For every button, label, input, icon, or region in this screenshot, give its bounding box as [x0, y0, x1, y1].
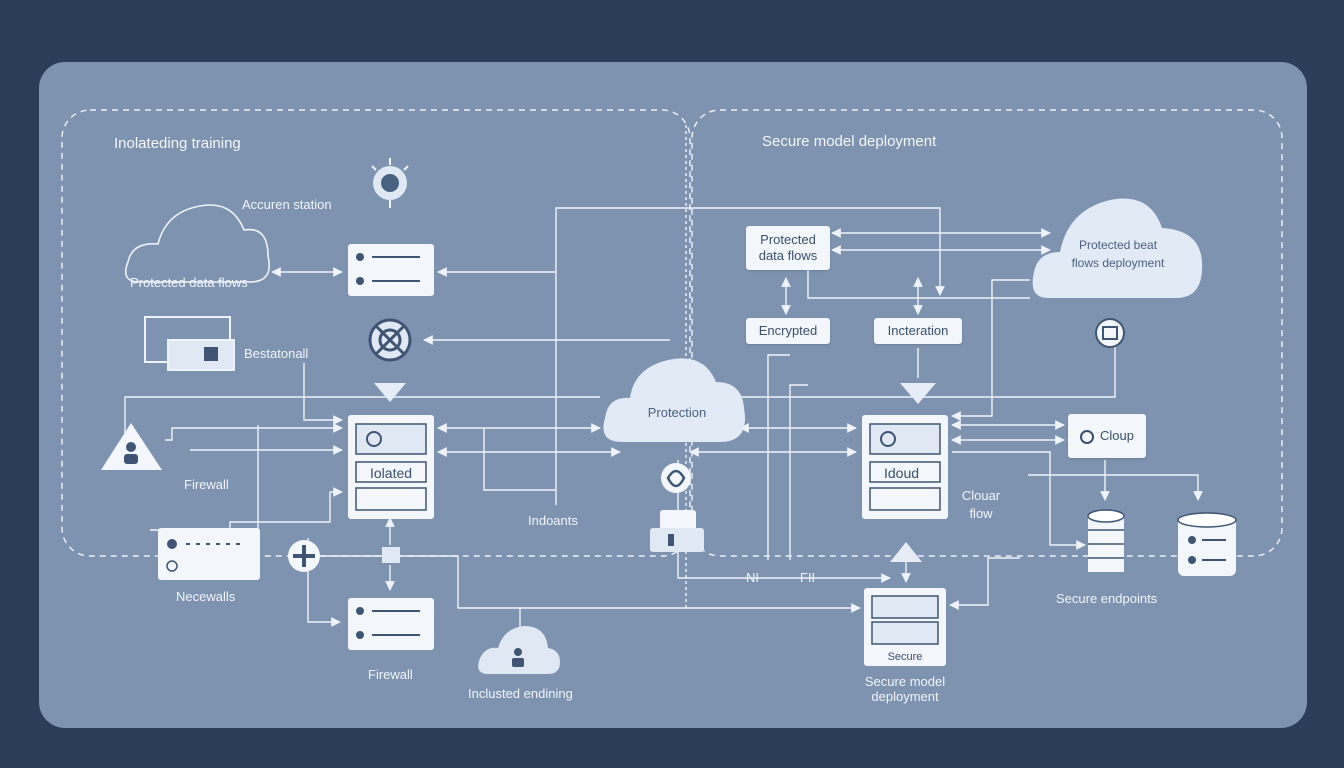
secure-model-label: Secure model deployment	[864, 674, 946, 704]
connector	[740, 335, 1116, 398]
cloup-box: Cloup	[1068, 414, 1146, 458]
down-arrow	[374, 383, 406, 402]
server-unit	[348, 598, 434, 650]
cloud-icon	[1080, 429, 1095, 444]
connector	[951, 279, 1030, 421]
cloud-flow-label: Clouar flow	[961, 488, 1001, 521]
secure-endpoints-label: Secure endpoints	[1056, 591, 1158, 606]
training-server-text: Iolated	[370, 465, 413, 481]
database-icon	[1087, 509, 1125, 572]
connector	[150, 487, 343, 531]
cloud-outline	[124, 204, 270, 283]
gear-icon	[368, 318, 412, 362]
indoants-label: Indoants	[528, 513, 578, 528]
accuren-label: Accuren station	[242, 197, 332, 212]
plus-icon	[288, 540, 320, 572]
warning-user-icon	[101, 423, 162, 470]
shield-icon	[1095, 318, 1125, 348]
database-icon	[1177, 512, 1237, 576]
connector-node	[382, 547, 400, 563]
cloud-user-icon	[478, 626, 560, 674]
firewall-bottom-label: Firewall	[368, 667, 413, 682]
cloup-label: Cloup	[1100, 428, 1134, 443]
protected-flows-label: Protected data flows	[130, 275, 248, 290]
connector	[952, 451, 1086, 550]
deployment-cloud	[1032, 198, 1203, 298]
bug-icon	[371, 158, 409, 208]
fii-label: FII	[800, 570, 816, 585]
connector	[789, 384, 808, 560]
protection-label: Protection	[647, 405, 707, 420]
training-server	[348, 415, 434, 519]
deployment-cloud-label: Protected beat flows deployment	[1071, 238, 1165, 270]
server-unit	[348, 244, 434, 296]
lock-icon	[650, 510, 704, 552]
firewall-panel	[158, 528, 260, 580]
deployment-server	[862, 415, 948, 519]
incteration-box: Incteration	[874, 318, 962, 344]
monitor-icon	[144, 316, 235, 371]
connector	[483, 428, 556, 491]
deployment-server-text: Idoud	[884, 465, 920, 481]
protected-data-flows-box: Protected data flows	[746, 226, 830, 270]
connector	[1028, 474, 1203, 501]
connector	[124, 396, 600, 440]
deployment-zone-title: Secure model deployment	[762, 133, 937, 150]
down-arrow	[900, 383, 936, 404]
shield-icon	[661, 463, 691, 493]
connector	[807, 268, 1030, 299]
ni-label: NI	[746, 570, 759, 585]
protection-cloud	[603, 358, 745, 442]
bestatonall-label: Bestatonall	[244, 346, 309, 361]
connector	[677, 460, 891, 583]
secure-box-label: Secure	[887, 651, 923, 663]
inclusted-label: Inclusted endining	[468, 686, 573, 701]
secure-panel	[864, 588, 946, 666]
encrypted-box: Encrypted	[746, 318, 830, 344]
connector	[165, 423, 343, 441]
connector	[949, 557, 1020, 610]
firewall-label: Firewall	[184, 477, 229, 492]
necewalls-label: Necewalls	[176, 589, 236, 604]
connector	[303, 363, 343, 425]
up-arrow	[890, 542, 922, 562]
training-zone-title: Inolateding training	[114, 135, 241, 152]
zone-deployment-border	[691, 109, 1283, 557]
connector	[767, 354, 790, 560]
